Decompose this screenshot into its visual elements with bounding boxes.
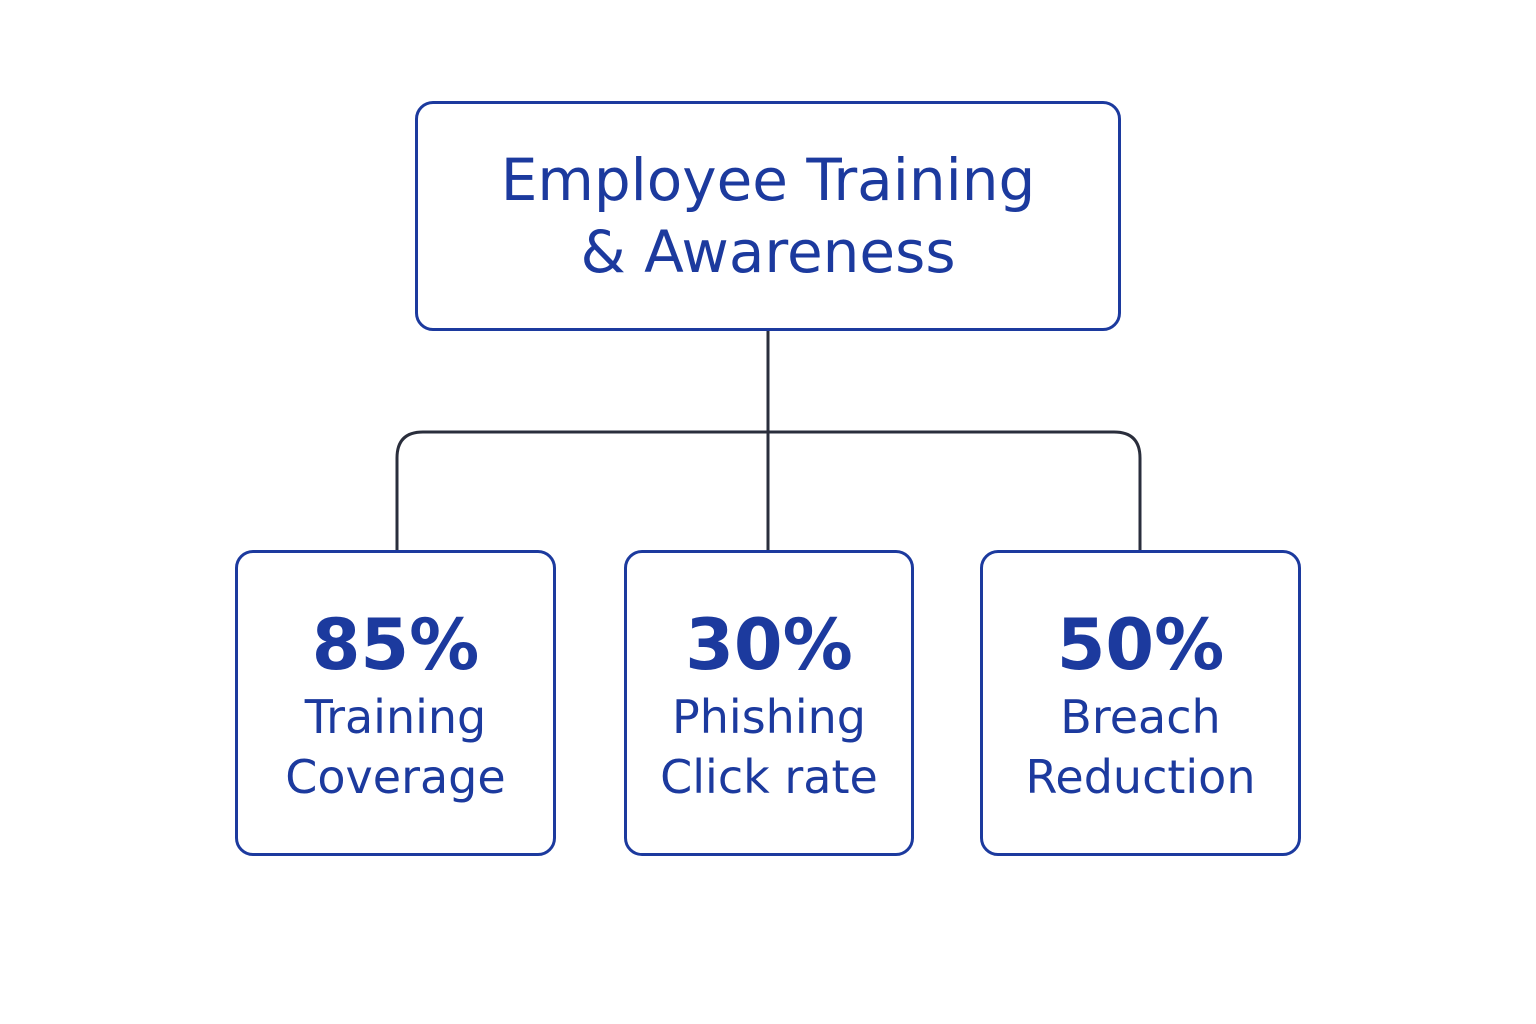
root-node: Employee Training & Awareness [415,101,1121,331]
metric-label: Phishing Click rate [660,690,878,804]
metric-value: 85% [311,604,480,686]
metric-label: Training Coverage [285,690,506,804]
root-title: Employee Training & Awareness [500,146,1036,286]
metric-card-breach-reduction: 50% Breach Reduction [980,550,1301,856]
metric-label: Breach Reduction [1025,690,1256,804]
metric-value: 50% [1056,604,1225,686]
metric-card-training-coverage: 85% Training Coverage [235,550,556,856]
metric-card-phishing-click-rate: 30% Phishing Click rate [624,550,914,856]
metric-value: 30% [685,604,853,686]
